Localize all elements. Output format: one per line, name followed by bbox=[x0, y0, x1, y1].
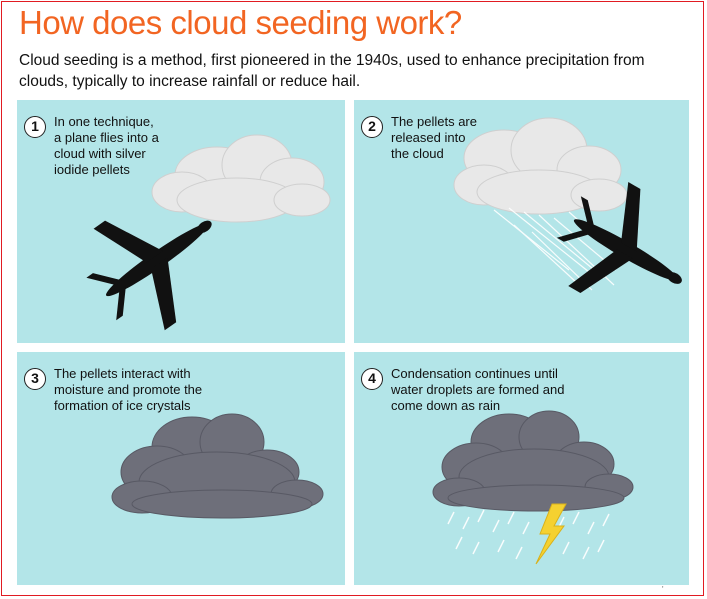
step-4-line: Condensation continues until bbox=[391, 366, 558, 381]
airplane-icon bbox=[86, 220, 212, 331]
step-number-4: 4 bbox=[361, 368, 383, 390]
step-text-1: In one technique, a plane flies into a c… bbox=[54, 114, 159, 178]
storm-cloud-icon bbox=[111, 413, 324, 519]
step-panel-1: 1 In one technique, a plane flies into a… bbox=[17, 100, 345, 343]
step-3-line: The pellets interact with bbox=[54, 366, 191, 381]
step-3-illustration bbox=[111, 413, 324, 519]
step-text-2: The pellets are released into the cloud bbox=[391, 114, 477, 162]
step-number-1: 1 bbox=[24, 116, 46, 138]
rain-icon bbox=[447, 509, 610, 560]
step-1-line: iodide pellets bbox=[54, 162, 130, 177]
step-4-line: water droplets are formed and bbox=[391, 382, 565, 397]
step-2-line: The pellets are bbox=[391, 114, 477, 129]
storm-cloud-icon bbox=[432, 410, 634, 512]
step-1-line: cloud with silver bbox=[54, 146, 146, 161]
step-number-2: 2 bbox=[361, 116, 383, 138]
step-number-3: 3 bbox=[24, 368, 46, 390]
step-4-line: come down as rain bbox=[391, 398, 501, 413]
step-panel-4: 4 Condensation continues until water dro… bbox=[354, 352, 689, 585]
step-panel-3: 3 The pellets interact with moisture and… bbox=[17, 352, 345, 585]
intro-text: Cloud seeding is a method, first pioneer… bbox=[19, 52, 645, 90]
step-3-line: moisture and promote the bbox=[54, 382, 203, 397]
airplane-icon bbox=[556, 182, 682, 293]
light-cloud-icon bbox=[453, 117, 628, 215]
page-title: How does cloud seeding work? bbox=[19, 4, 462, 41]
step-3-line: formation of ice crystals bbox=[54, 398, 191, 413]
lightning-icon bbox=[535, 503, 567, 565]
light-cloud-icon bbox=[151, 134, 331, 223]
step-2-illustration bbox=[453, 117, 682, 293]
step-1-line: a plane flies into a bbox=[54, 130, 159, 145]
step-text-3: The pellets interact with moisture and p… bbox=[54, 366, 202, 414]
step-panel-2: 2 The pellets are released into the clou… bbox=[354, 100, 689, 343]
corner-mark: ' bbox=[662, 585, 664, 594]
step-4-illustration bbox=[432, 410, 634, 565]
step-1-illustration bbox=[86, 134, 331, 331]
step-2-line: released into bbox=[391, 130, 466, 145]
step-text-4: Condensation continues until water dropl… bbox=[391, 366, 564, 414]
step-2-line: the cloud bbox=[391, 146, 444, 161]
step-1-line: In one technique, bbox=[54, 114, 154, 129]
